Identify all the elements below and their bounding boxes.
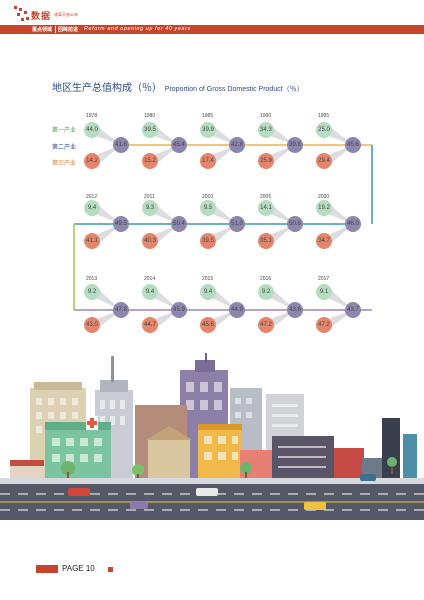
legend-secondary: 第二产业 <box>52 145 77 151</box>
year-label: 2012 <box>86 194 98 200</box>
secondary-industry-value: 43.6 <box>287 302 303 318</box>
tertiary-industry-value: 29.4 <box>316 153 332 169</box>
secondary-industry-value: 47.8 <box>113 302 129 318</box>
year-label: 2014 <box>144 276 156 282</box>
year-label: 2005 <box>260 194 272 200</box>
tertiary-industry-value: 41.1 <box>84 233 100 249</box>
header-tab-primary: 重点领域 <box>32 27 53 33</box>
secondary-industry-value: 45.4 <box>171 137 187 153</box>
primary-industry-value: 9.2 <box>84 284 100 300</box>
secondary-industry-value: 49.5 <box>113 216 129 232</box>
city-skyline-illustration <box>0 353 424 520</box>
page-number: PAGE 10 <box>62 564 95 573</box>
primary-industry-value: 9.4 <box>142 284 158 300</box>
year-label: 1995 <box>318 113 330 119</box>
tertiary-industry-value: 43.0 <box>84 317 100 333</box>
year-label: 2015 <box>202 276 214 282</box>
legend-tertiary: 第三产业 <box>52 161 77 167</box>
legend-primary: 第一产业 <box>52 128 77 134</box>
year-label: 1990 <box>260 113 272 119</box>
tertiary-industry-value: 47.2 <box>316 317 332 333</box>
primary-industry-value: 39.9 <box>200 122 216 138</box>
secondary-industry-value: 42.8 <box>229 137 245 153</box>
secondary-industry-value: 50.6 <box>287 216 303 232</box>
primary-industry-value: 34.3 <box>258 122 274 138</box>
primary-industry-value: 25.0 <box>316 122 332 138</box>
year-label: 2016 <box>260 276 272 282</box>
secondary-industry-value: 46.0 <box>345 216 361 232</box>
secondary-industry-value: 43.7 <box>345 302 361 318</box>
tertiary-industry-value: 45.6 <box>200 317 216 333</box>
footer-accent-bar <box>36 565 58 573</box>
tertiary-industry-value: 44.7 <box>142 317 158 333</box>
tertiary-industry-value: 47.2 <box>258 317 274 333</box>
tertiary-industry-value: 25.9 <box>258 153 274 169</box>
chart-title: 地区生产总值构成（％） Proportion of Gross Domestic… <box>52 79 304 94</box>
footer-accent-square <box>108 567 113 572</box>
primary-industry-value: 9.1 <box>316 284 332 300</box>
year-label: 2000 <box>318 194 330 200</box>
primary-industry-value: 14.1 <box>258 200 274 216</box>
secondary-industry-value: 50.4 <box>171 216 187 232</box>
header-tab-secondary: 回眸前进 <box>58 27 79 33</box>
secondary-industry-value: 45.6 <box>345 137 361 153</box>
primary-industry-value: 39.5 <box>142 122 158 138</box>
tertiary-industry-value: 14.2 <box>84 153 100 169</box>
primary-industry-value: 44.0 <box>84 122 100 138</box>
header-pixel-ornament <box>14 6 54 22</box>
chart-title-cn: 地区生产总值构成（％） <box>52 83 162 94</box>
year-label: 2017 <box>318 276 330 282</box>
year-label: 2011 <box>144 194 155 200</box>
page-header: 数据 改革开放40年 重点领域 回眸前进 Reform and opening … <box>0 0 424 40</box>
tertiary-industry-value: 35.1 <box>258 233 274 249</box>
section-mark: 数据 <box>31 11 52 21</box>
secondary-industry-value: 41.8 <box>113 137 129 153</box>
page-footer: PAGE 10 <box>36 564 216 577</box>
tertiary-industry-value: 39.5 <box>200 233 216 249</box>
primary-industry-value: 9.4 <box>84 200 100 216</box>
tertiary-industry-value: 15.2 <box>142 153 158 169</box>
tertiary-industry-value: 40.3 <box>142 233 158 249</box>
primary-industry-value: 9.5 <box>200 200 216 216</box>
secondary-industry-value: 45.9 <box>171 302 187 318</box>
secondary-industry-value: 39.8 <box>287 137 303 153</box>
year-label: 1978 <box>86 113 98 119</box>
primary-industry-value: 9.4 <box>200 284 216 300</box>
chart-title-en: Proportion of Gross Domestic Product（％） <box>164 86 304 93</box>
secondary-industry-value: 51.0 <box>229 216 245 232</box>
secondary-industry-value: 44.9 <box>229 302 245 318</box>
year-label: 1980 <box>144 113 156 119</box>
year-label: 2010 <box>202 194 214 200</box>
year-label: 1985 <box>202 113 214 119</box>
tertiary-industry-value: 34.7 <box>316 233 332 249</box>
header-tagline: Reform and opening up for 40 years <box>84 26 191 32</box>
year-label: 2013 <box>86 276 98 282</box>
section-subtitle: 改革开放40年 <box>54 12 79 17</box>
primary-industry-value: 9.2 <box>258 284 274 300</box>
primary-industry-value: 19.2 <box>316 200 332 216</box>
primary-industry-value: 9.3 <box>142 200 158 216</box>
header-divider <box>55 26 56 33</box>
tertiary-industry-value: 17.4 <box>200 153 216 169</box>
header-band: 重点领域 回眸前进 Reform and opening up for 40 y… <box>0 25 424 34</box>
